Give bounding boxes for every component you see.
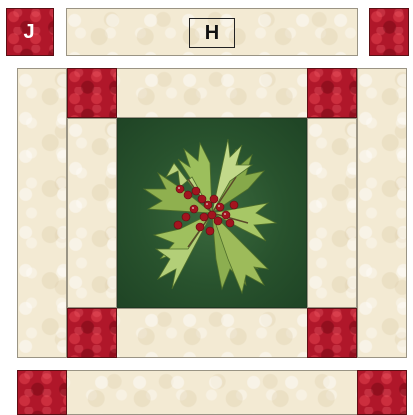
- inner-left-strip: [67, 118, 117, 308]
- square-top-right-piece: [369, 8, 409, 56]
- corner-square-top-left: [67, 68, 117, 118]
- outer-left-strip: [17, 68, 67, 358]
- bottom-strip-right-square: [357, 370, 407, 415]
- bottom-strip-piece: [17, 370, 407, 415]
- corner-square-bottom-left: [67, 308, 117, 358]
- center-holly-panel: [117, 118, 307, 308]
- label-h: H: [189, 18, 235, 48]
- corner-square-top-right: [307, 68, 357, 118]
- inner-right-strip: [307, 118, 357, 308]
- corner-square-bottom-right: [307, 308, 357, 358]
- holly-sprig-illustration: [118, 119, 306, 307]
- label-j: J: [14, 17, 44, 47]
- outer-right-strip: [357, 68, 407, 358]
- bottom-strip-left-square: [17, 370, 67, 415]
